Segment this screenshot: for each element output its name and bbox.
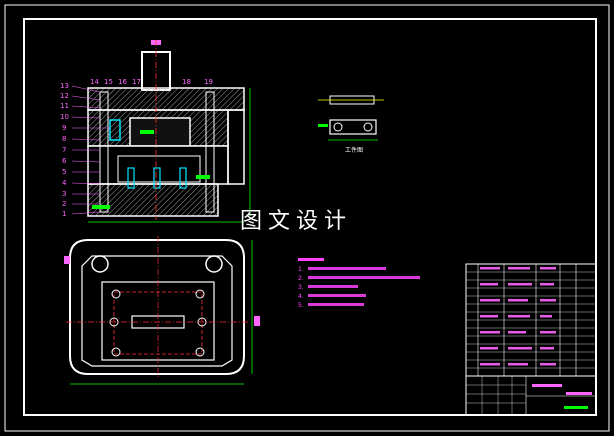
screw-hole-3 xyxy=(111,347,121,357)
workpiece-green-tag xyxy=(318,124,328,127)
title-block xyxy=(465,375,597,416)
workpiece-body xyxy=(329,119,377,135)
note-2-text-bar xyxy=(308,276,420,279)
green-marker-3 xyxy=(140,130,154,134)
title-block-frame xyxy=(465,375,597,416)
workpiece-hole-right xyxy=(363,122,373,132)
ejector-pin-2 xyxy=(153,167,161,189)
technical-notes: 1. 2. 3. 4. 5. xyxy=(298,258,420,309)
callout-5: 5 xyxy=(62,168,66,176)
cavity-red-frame xyxy=(113,291,203,355)
watermark: 图文设计 xyxy=(240,209,352,234)
callout-13: 13 xyxy=(60,82,69,90)
parts-list-entries xyxy=(480,267,556,366)
callout-10: 10 xyxy=(60,113,69,121)
plan-view xyxy=(64,236,260,385)
notes-title-bar xyxy=(298,258,324,261)
guide-hole-tr xyxy=(205,255,223,273)
title-block-name-mark xyxy=(532,384,562,387)
guide-hole-tl xyxy=(91,255,109,273)
ejector-space xyxy=(117,155,201,183)
right-support xyxy=(227,109,245,185)
note-5-number: 5. xyxy=(298,302,304,309)
callout-19: 19 xyxy=(204,78,213,86)
note-3-number: 3. xyxy=(298,284,304,291)
title-block-company-mark xyxy=(566,392,592,395)
left-leader-lines xyxy=(71,85,110,215)
guide-pin-right xyxy=(205,91,215,213)
callout-9: 9 xyxy=(62,124,66,132)
parts-list xyxy=(465,263,597,377)
screw-hole-1 xyxy=(111,289,121,299)
note-1-number: 1. xyxy=(298,266,304,273)
guide-pin-left xyxy=(99,91,109,213)
callout-8: 8 xyxy=(62,135,66,143)
green-marker-2 xyxy=(196,175,210,179)
workpiece-caption: 工件图 xyxy=(345,146,363,154)
callout-12: 12 xyxy=(60,92,69,100)
workpiece-hole-left xyxy=(333,122,343,132)
green-marker-1 xyxy=(92,205,110,209)
note-5-text-bar xyxy=(308,303,364,306)
plan-inner-outline xyxy=(81,255,233,367)
note-2-number: 2. xyxy=(298,275,304,282)
parts-list-rows xyxy=(466,271,596,369)
callout-6: 6 xyxy=(62,157,67,165)
section-view xyxy=(87,40,251,223)
left-callouts: 13 12 11 10 9 8 7 6 5 4 3 2 1 xyxy=(60,82,69,218)
callout-11: 11 xyxy=(60,102,69,110)
top-callouts: 14 15 16 17 18 19 xyxy=(90,78,213,86)
callout-1: 1 xyxy=(62,210,66,218)
callout-2: 2 xyxy=(62,200,66,208)
screw-hole-4 xyxy=(195,347,205,357)
plan-outline xyxy=(69,239,245,375)
workpiece-sketch: 工件图 xyxy=(318,95,384,154)
ejector-pin-3 xyxy=(179,167,187,189)
note-4-text-bar xyxy=(308,294,366,297)
note-4-number: 4. xyxy=(298,293,304,300)
note-1-text-bar xyxy=(308,267,386,270)
title-block-grid xyxy=(466,376,526,415)
callout-16: 16 xyxy=(118,78,127,86)
insert-cyan xyxy=(109,119,121,141)
cavity-core xyxy=(129,117,191,147)
callout-14: 14 xyxy=(90,78,99,86)
ejector-pin-1 xyxy=(127,167,135,189)
callout-17: 17 xyxy=(132,78,141,86)
plan-mark-right xyxy=(254,316,260,326)
callout-18: 18 xyxy=(182,78,191,86)
outer-frame xyxy=(4,4,610,432)
callout-3: 3 xyxy=(62,190,66,198)
top-plate xyxy=(87,87,245,111)
title-block-code-mark xyxy=(564,406,588,409)
callout-4: 4 xyxy=(62,179,67,187)
inner-frame xyxy=(23,18,597,416)
note-3-text-bar xyxy=(308,285,358,288)
callout-7: 7 xyxy=(62,146,66,154)
callout-15: 15 xyxy=(104,78,113,86)
screw-hole-2 xyxy=(195,289,205,299)
bottom-plate xyxy=(87,183,219,217)
plan-mark-left xyxy=(64,256,70,264)
